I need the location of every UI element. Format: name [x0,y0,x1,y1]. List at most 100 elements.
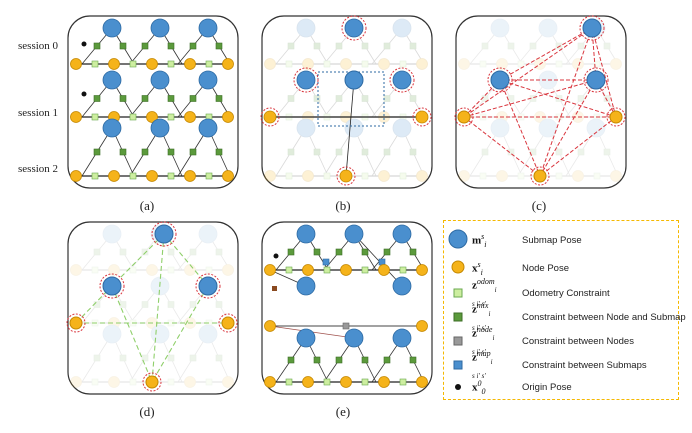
odometry-constraint [167,113,175,121]
selected-ring [260,107,280,127]
node-pose [222,58,234,70]
odometry-constraint [129,378,137,386]
mix-constraint [409,95,417,102]
mix-edge [207,233,231,271]
mix-constraint [189,95,197,102]
mix-constraint [167,42,175,50]
mix-constraint [383,248,391,256]
odometry-constraint [361,172,369,180]
session-label-0: session 0 [18,40,59,52]
panel-e [261,221,433,395]
mix-edge [207,333,231,383]
session-label-2: session 2 [18,163,59,175]
mix-constraint [313,148,321,156]
mix-constraint [335,42,343,50]
mix-constraint [313,95,321,102]
node-pose [416,376,428,388]
submap-pose [198,324,218,344]
node-pose [572,58,584,70]
mix-edge [177,233,209,271]
selected-ring [218,313,238,333]
legend-icons [448,229,468,390]
odometry-constraint [517,172,525,180]
selected-ring [579,15,605,41]
selected-ring [583,67,609,93]
mix-constraint [313,356,321,364]
submap-pose [102,18,122,38]
submap-pose [538,118,558,138]
submap-pose [392,224,412,244]
mix-constraint [555,148,563,156]
submap-pose [344,118,364,138]
odometry-constraint [517,60,525,68]
submap-pose [102,70,122,90]
mix-edge [111,333,135,383]
mix-constraint [93,248,101,256]
node-pose [108,58,120,70]
node-pose [264,320,276,332]
loop-edge [595,79,617,118]
mix-constraint [335,356,343,364]
node-pose [145,375,159,389]
odometry-constraint [167,266,175,274]
submap-pose [392,70,412,90]
mix-constraint [577,95,585,102]
map-constraint [322,258,330,266]
origin-pose-icon [455,384,461,390]
submap-pose [102,324,122,344]
mix-edge [595,127,619,177]
panel-frame [261,15,433,189]
mix-constraint [189,248,197,256]
node-pose [70,376,82,388]
submap-pose [198,276,218,296]
mix-constraint [577,148,585,156]
odometry-constraint [129,113,137,121]
node-pose [146,58,158,70]
node-pose [496,58,508,70]
caption-c: (c) [531,198,547,213]
node-pose [340,58,352,70]
node-pose [264,58,276,70]
node-pose [302,58,314,70]
submap-pose [102,224,122,244]
reduced-edge [111,285,153,383]
map-constraint [378,258,386,266]
submap-pose [392,118,412,138]
loop-edge [539,27,593,177]
mix-constraint [383,148,391,156]
mix-constraint [189,42,197,50]
submap-pose [582,18,602,38]
mix-constraint [603,148,611,156]
odometry-constraint [479,60,487,68]
odometry-constraint [205,172,213,180]
odometry-constraint [91,113,99,121]
mix-constraint [361,356,369,364]
odometry-constraint [399,266,407,274]
node-pose [146,170,158,182]
submap-pose [392,18,412,38]
node-pose [416,58,428,70]
node-pose [416,170,428,182]
selected-ring [142,372,162,392]
reduced-edge [163,233,209,287]
submap-pose [490,18,510,38]
odometry-constraint [361,378,369,386]
submap-pose [296,276,316,296]
submap-pose [586,118,606,138]
node-pose [378,170,390,182]
mix-edge [547,27,571,65]
graph-layer [70,18,234,182]
mix-constraint [287,95,295,102]
mix-edge [517,79,549,118]
odometry-constraint [167,172,175,180]
odometry-constraint [129,60,137,68]
mix-constraint [361,248,369,256]
mix-constraint [507,95,515,102]
node-pose [610,58,622,70]
odometry-constraint [361,60,369,68]
loop-edge [463,79,597,118]
node-pose [70,264,82,276]
node-pose [264,264,276,276]
mix-edge [275,127,307,177]
mix-constraint [603,95,611,102]
